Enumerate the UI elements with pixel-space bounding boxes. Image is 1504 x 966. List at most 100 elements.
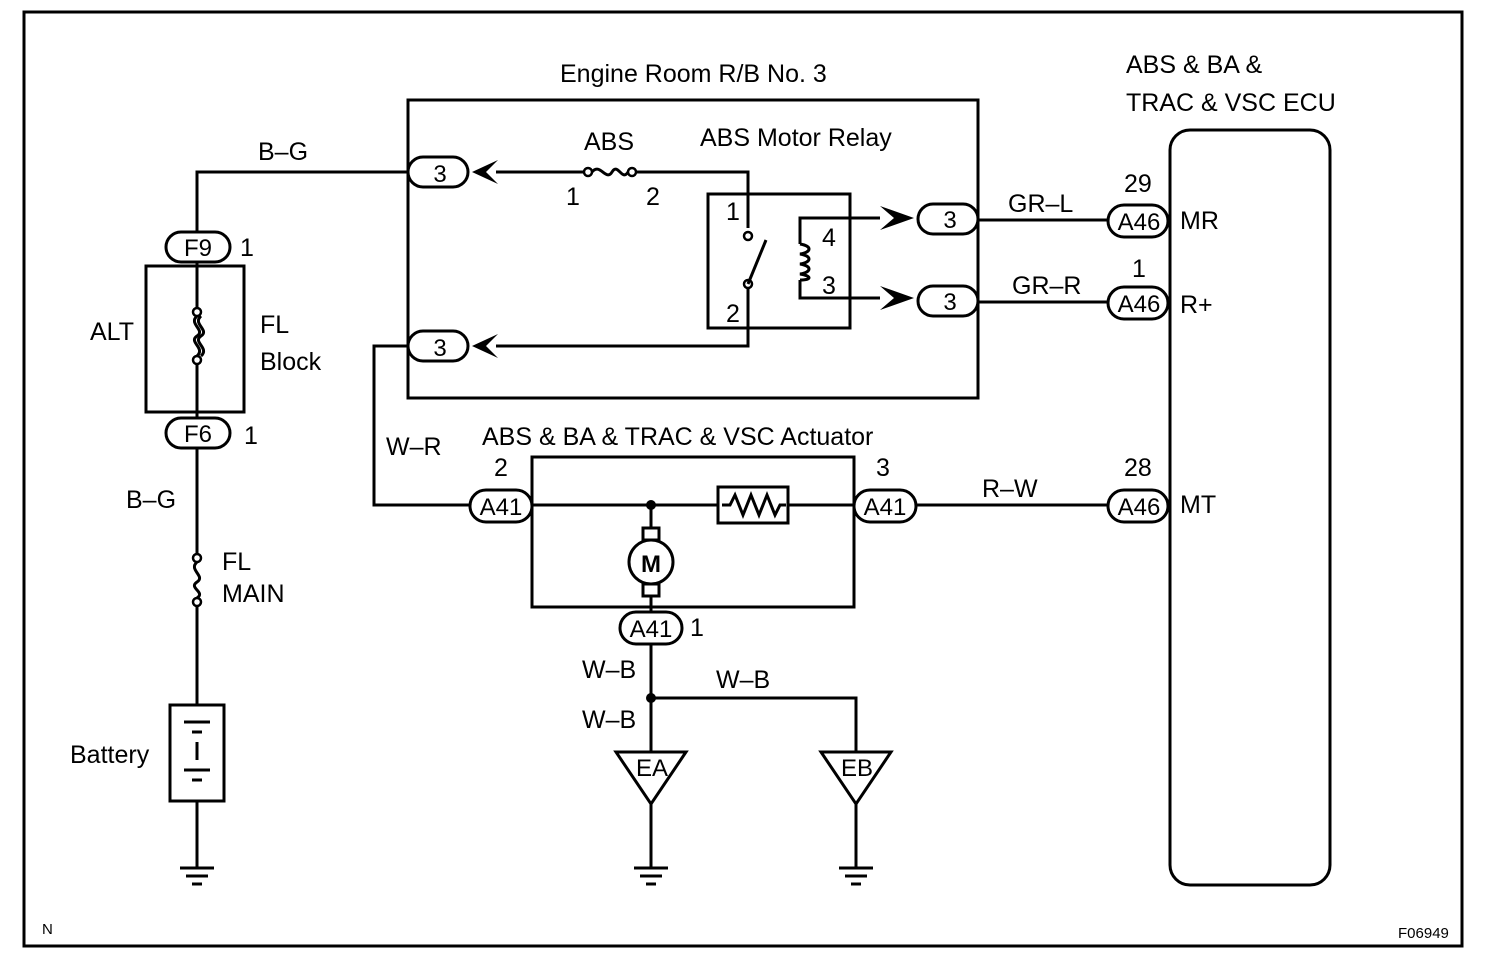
ecu-terminal-mr: MR <box>1180 207 1219 235</box>
ground-symbol-battery <box>180 866 214 886</box>
relay-coil-wire <box>798 216 850 300</box>
corner-label-n: N <box>42 921 53 938</box>
connector-a41-bottom-label: A41 <box>630 616 673 643</box>
connector-f6-label: F6 <box>184 421 212 448</box>
label-fl-block-2: Block <box>260 348 322 376</box>
connector-f9-label: F9 <box>184 235 212 262</box>
label-engine-room-rb: Engine Room R/B No. 3 <box>560 60 827 88</box>
connector-a46-mr-pin: 29 <box>1124 170 1152 198</box>
relay-coil-icon <box>799 242 811 282</box>
relay-switch-top-contact <box>742 230 754 242</box>
wire-label-wb-3: W–B <box>582 706 636 734</box>
connector-a46-mr <box>1106 203 1170 239</box>
ecu-terminal-mt: MT <box>1180 491 1216 519</box>
ground-ea-triangle <box>613 750 689 807</box>
actuator-resistor-box <box>716 485 790 525</box>
abs-fuse-pin-1: 1 <box>566 183 580 211</box>
rb-connector-out-bottom-label: 3 <box>943 289 956 316</box>
ground-symbol-ea <box>634 866 668 886</box>
connector-a41-left-label: A41 <box>480 494 523 521</box>
ground-symbol-eb <box>839 866 873 886</box>
wire-bg-top <box>195 170 408 232</box>
connector-a41-right-pin: 3 <box>876 454 890 482</box>
rb-connector-out-top-chevron <box>880 206 914 230</box>
connector-a46-mt-pin: 28 <box>1124 454 1152 482</box>
figure-code: F06949 <box>1398 925 1449 942</box>
label-ecu-line2: TRAC & VSC ECU <box>1126 89 1336 117</box>
connector-a46-r <box>1106 285 1170 321</box>
rb-connector-in-top <box>406 155 470 189</box>
label-abs-fuse: ABS <box>584 128 634 156</box>
relay-pin-1: 1 <box>726 198 740 226</box>
wire-label-rw: R–W <box>982 475 1038 503</box>
wire-label-grl: GR–L <box>1008 190 1073 218</box>
label-fl-block-1: FL <box>260 311 289 339</box>
wire-wr <box>372 344 470 507</box>
ground-eb-label: EB <box>841 755 873 782</box>
connector-a41-bottom-pin: 1 <box>690 614 704 642</box>
connector-f6-pin: 1 <box>244 422 258 450</box>
label-battery: Battery <box>70 741 150 769</box>
fl-block-fuse-top-terminal <box>191 306 203 318</box>
ecu-terminal-r-plus: R+ <box>1180 291 1213 319</box>
ground-junction-dot <box>646 693 656 703</box>
relay-switch-arm <box>746 239 768 285</box>
label-abs-motor-relay: ABS Motor Relay <box>700 124 892 152</box>
fl-block-box <box>144 264 246 414</box>
fl-main-fuse-icon <box>192 560 202 600</box>
fl-main-top-terminal <box>191 552 203 564</box>
wire-wb-branch <box>651 696 858 752</box>
battery-symbol <box>184 720 210 782</box>
connector-a46-mr-label: A46 <box>1118 209 1161 236</box>
label-alt: ALT <box>90 318 134 346</box>
label-actuator: ABS & BA & TRAC & VSC Actuator <box>482 423 873 451</box>
wire-relay-bottom <box>496 288 750 348</box>
wire-label-bg-bottom: B–G <box>126 486 176 514</box>
rb-connector-out-bottom-chevron <box>880 286 914 310</box>
abs-fuse-pin-2: 2 <box>646 183 660 211</box>
engine-room-rb-box <box>406 98 980 400</box>
wire-rb-top <box>496 170 750 228</box>
rb-connector-in-bottom-label: 3 <box>433 335 446 362</box>
fl-block-fuse-icon <box>192 314 202 358</box>
connector-a46-r-label: A46 <box>1118 291 1161 318</box>
rb-connector-out-top-label: 3 <box>943 207 956 234</box>
motor-brush-top <box>641 526 661 542</box>
fl-main-bottom-terminal <box>191 596 203 608</box>
ground-ea-label: EA <box>636 755 668 782</box>
rb-connector-in-top-label: 3 <box>433 161 446 188</box>
connector-a41-left-pin: 2 <box>494 454 508 482</box>
wire-label-wb-2: W–B <box>716 666 770 694</box>
rb-connector-in-bottom-chevron <box>472 334 498 358</box>
label-ecu-line1: ABS & BA & <box>1126 51 1263 79</box>
relay-pin-4: 4 <box>822 224 836 252</box>
diagram-frame <box>22 10 1464 948</box>
fl-block-fuse-bottom-terminal <box>191 354 203 366</box>
resistor-icon <box>722 490 786 520</box>
abs-fuse-icon <box>590 167 630 177</box>
connector-f9-pin: 1 <box>240 234 254 262</box>
label-fl-main-2: MAIN <box>222 580 285 608</box>
connector-a41-right-label: A41 <box>864 494 907 521</box>
wire-relay-coil-out <box>850 216 880 300</box>
connector-a46-r-pin: 1 <box>1132 255 1146 283</box>
actuator-box <box>530 455 856 609</box>
wire-label-wb-1: W–B <box>582 656 636 684</box>
wire-label-wr: W–R <box>386 433 442 461</box>
rb-connector-in-top-chevron <box>472 160 498 184</box>
wire-label-bg-top: B–G <box>258 138 308 166</box>
ecu-box <box>1168 128 1332 887</box>
abs-fuse-left-terminal <box>582 166 594 178</box>
label-fl-main-1: FL <box>222 548 251 576</box>
wire-label-grr: GR–R <box>1012 272 1081 300</box>
relay-pin-2: 2 <box>726 300 740 328</box>
relay-pin-3: 3 <box>822 272 836 300</box>
motor-brush-bottom <box>641 582 661 598</box>
abs-motor-relay-box <box>706 192 852 330</box>
abs-fuse-right-terminal <box>626 166 638 178</box>
fl-block-fuse-icon-outline <box>196 314 206 358</box>
motor-label: M <box>641 551 661 578</box>
connector-a46-mt-label: A46 <box>1118 494 1161 521</box>
ground-eb-triangle <box>818 750 894 807</box>
